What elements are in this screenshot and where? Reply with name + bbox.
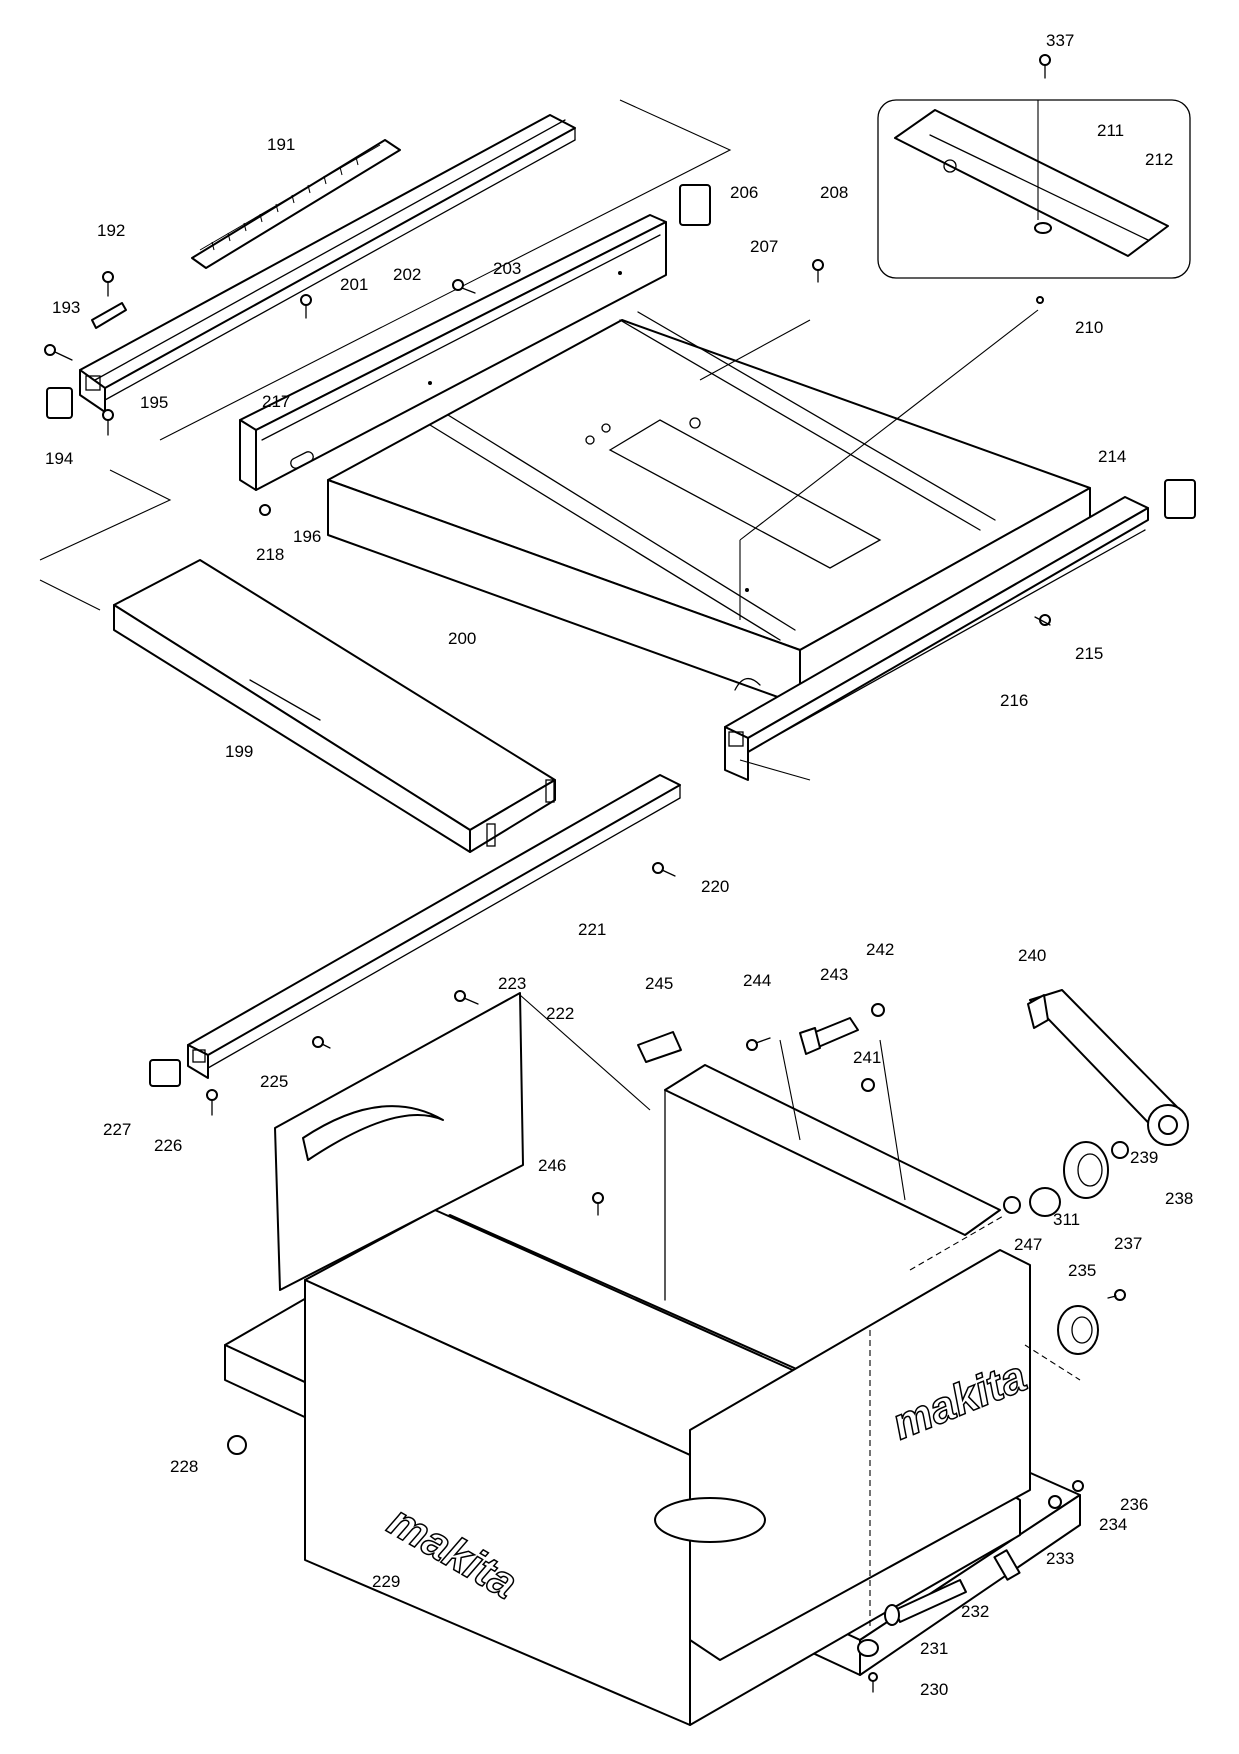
callout-239: 239 <box>1130 1148 1158 1167</box>
callout-207: 207 <box>750 237 778 256</box>
callout-195: 195 <box>140 393 168 412</box>
callout-199: 199 <box>225 742 253 761</box>
callout-228: 228 <box>170 1457 198 1476</box>
callout-240: 240 <box>1018 946 1046 965</box>
callout-245: 245 <box>645 974 673 993</box>
callout-237: 237 <box>1114 1234 1142 1253</box>
rail-196 <box>239 214 667 491</box>
scale-191 <box>191 139 401 269</box>
label-245 <box>637 1031 682 1063</box>
rail-202 <box>79 114 576 413</box>
callout-201: 201 <box>340 275 368 294</box>
callout-231: 231 <box>920 1639 948 1658</box>
callout-212: 212 <box>1145 150 1173 169</box>
callout-191: 191 <box>267 135 295 154</box>
callout-235: 235 <box>1068 1261 1096 1280</box>
rail-216 <box>724 496 1149 781</box>
callout-233: 233 <box>1046 1549 1074 1568</box>
callout-214: 214 <box>1098 447 1126 466</box>
callout-246: 246 <box>538 1156 566 1175</box>
callout-200: 200 <box>448 629 476 648</box>
plate-screw-plate <box>91 302 127 329</box>
callout-218: 218 <box>256 545 284 564</box>
callout-242: 242 <box>866 940 894 959</box>
callout-232: 232 <box>961 1602 989 1621</box>
callout-196: 196 <box>293 527 321 546</box>
callout-203: 203 <box>493 259 521 278</box>
callout-243: 243 <box>820 965 848 984</box>
callout-210: 210 <box>1075 318 1103 337</box>
callout-192: 192 <box>97 221 125 240</box>
base-cabinet-229: makita makita <box>224 1064 1081 1726</box>
callout-226: 226 <box>154 1136 182 1155</box>
callout-241: 241 <box>853 1048 881 1067</box>
callout-234: 234 <box>1099 1515 1127 1534</box>
inset-box-208 <box>877 99 1191 279</box>
callout-202: 202 <box>393 265 421 284</box>
callouts: 191 192 193 194 195 196 199 200 201 202 … <box>45 31 1193 1699</box>
callout-227: 227 <box>103 1120 131 1139</box>
bolt-243 <box>799 1017 859 1055</box>
callout-222: 222 <box>546 1004 574 1023</box>
gear-238 <box>1063 1141 1109 1199</box>
callout-244: 244 <box>743 971 771 990</box>
callout-215: 215 <box>1075 644 1103 663</box>
callout-229: 229 <box>372 1572 400 1591</box>
screws <box>44 54 1196 1693</box>
callout-337: 337 <box>1046 31 1074 50</box>
callout-223: 223 <box>498 974 526 993</box>
callout-225: 225 <box>260 1072 288 1091</box>
callout-193: 193 <box>52 298 80 317</box>
callout-217: 217 <box>262 392 290 411</box>
callout-206: 206 <box>730 183 758 202</box>
leader-lines <box>39 99 1081 1630</box>
shaft-232 <box>884 1579 967 1626</box>
callout-238: 238 <box>1165 1189 1193 1208</box>
callout-220: 220 <box>701 877 729 896</box>
panel-222 <box>274 992 524 1291</box>
extension-table-199 <box>113 559 556 853</box>
callout-216: 216 <box>1000 691 1028 710</box>
rail-221 <box>187 774 681 1079</box>
handle-240 <box>1027 989 1189 1146</box>
callout-211: 211 <box>1097 121 1124 140</box>
callout-311: 311 <box>1053 1210 1080 1229</box>
callout-208: 208 <box>820 183 848 202</box>
callout-194: 194 <box>45 449 73 468</box>
callout-247: 247 <box>1014 1235 1042 1254</box>
callout-221: 221 <box>578 920 606 939</box>
gear-235 <box>1057 1305 1099 1355</box>
callout-236: 236 <box>1120 1495 1148 1514</box>
ring-311 <box>1029 1187 1061 1217</box>
callout-230: 230 <box>920 1680 948 1699</box>
